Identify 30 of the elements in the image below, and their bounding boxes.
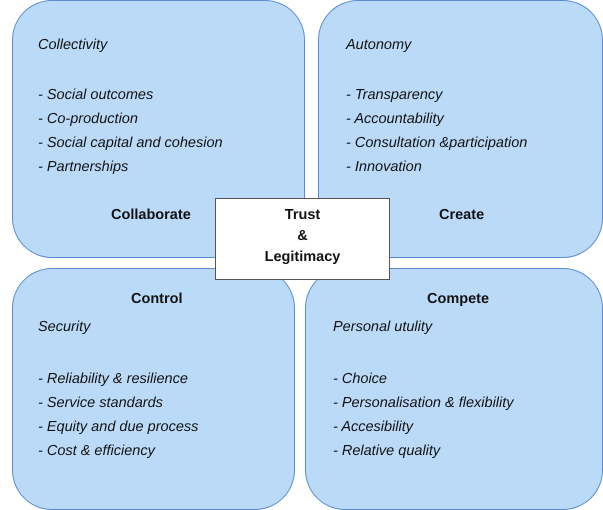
quadrant-box	[12, 268, 295, 510]
quadrant-heading: Security	[38, 319, 90, 335]
list-item: - Social capital and cohesion	[38, 135, 223, 151]
center-label: Trust	[284, 207, 322, 223]
list-item: - Transparency	[346, 87, 442, 103]
quadrant-heading: Personal utulity	[333, 319, 432, 335]
quadrant-label: Control	[131, 291, 183, 307]
center-box	[215, 198, 390, 280]
center-label: Legitimacy	[264, 249, 342, 265]
quadrant-label: Create	[439, 207, 484, 223]
list-item: - Accountability	[346, 111, 444, 127]
list-item: - Relative quality	[333, 443, 440, 459]
center-label: &	[296, 228, 309, 244]
quadrant-label: Collaborate	[111, 207, 191, 223]
list-item: - Partnerships	[38, 159, 128, 175]
quadrant-label: Compete	[427, 291, 490, 307]
quadrant-heading: Collectivity	[38, 37, 108, 53]
list-item: - Personalisation & flexibility	[333, 395, 514, 411]
list-item: - Accesibility	[333, 419, 414, 435]
list-item: - Reliability & resilience	[38, 371, 188, 387]
list-item: - Innovation	[346, 159, 422, 175]
list-item: - Consultation &participation	[346, 135, 528, 151]
quadrant-heading: Autonomy	[346, 37, 412, 53]
list-item: - Cost & efficiency	[38, 443, 155, 459]
quadrant-box	[305, 268, 603, 510]
list-item: - Choice	[333, 371, 387, 387]
list-item: - Service standards	[38, 395, 163, 411]
list-item: - Social outcomes	[38, 87, 154, 103]
list-item: - Equity and due process	[38, 419, 198, 435]
list-item: - Co-production	[38, 111, 138, 127]
